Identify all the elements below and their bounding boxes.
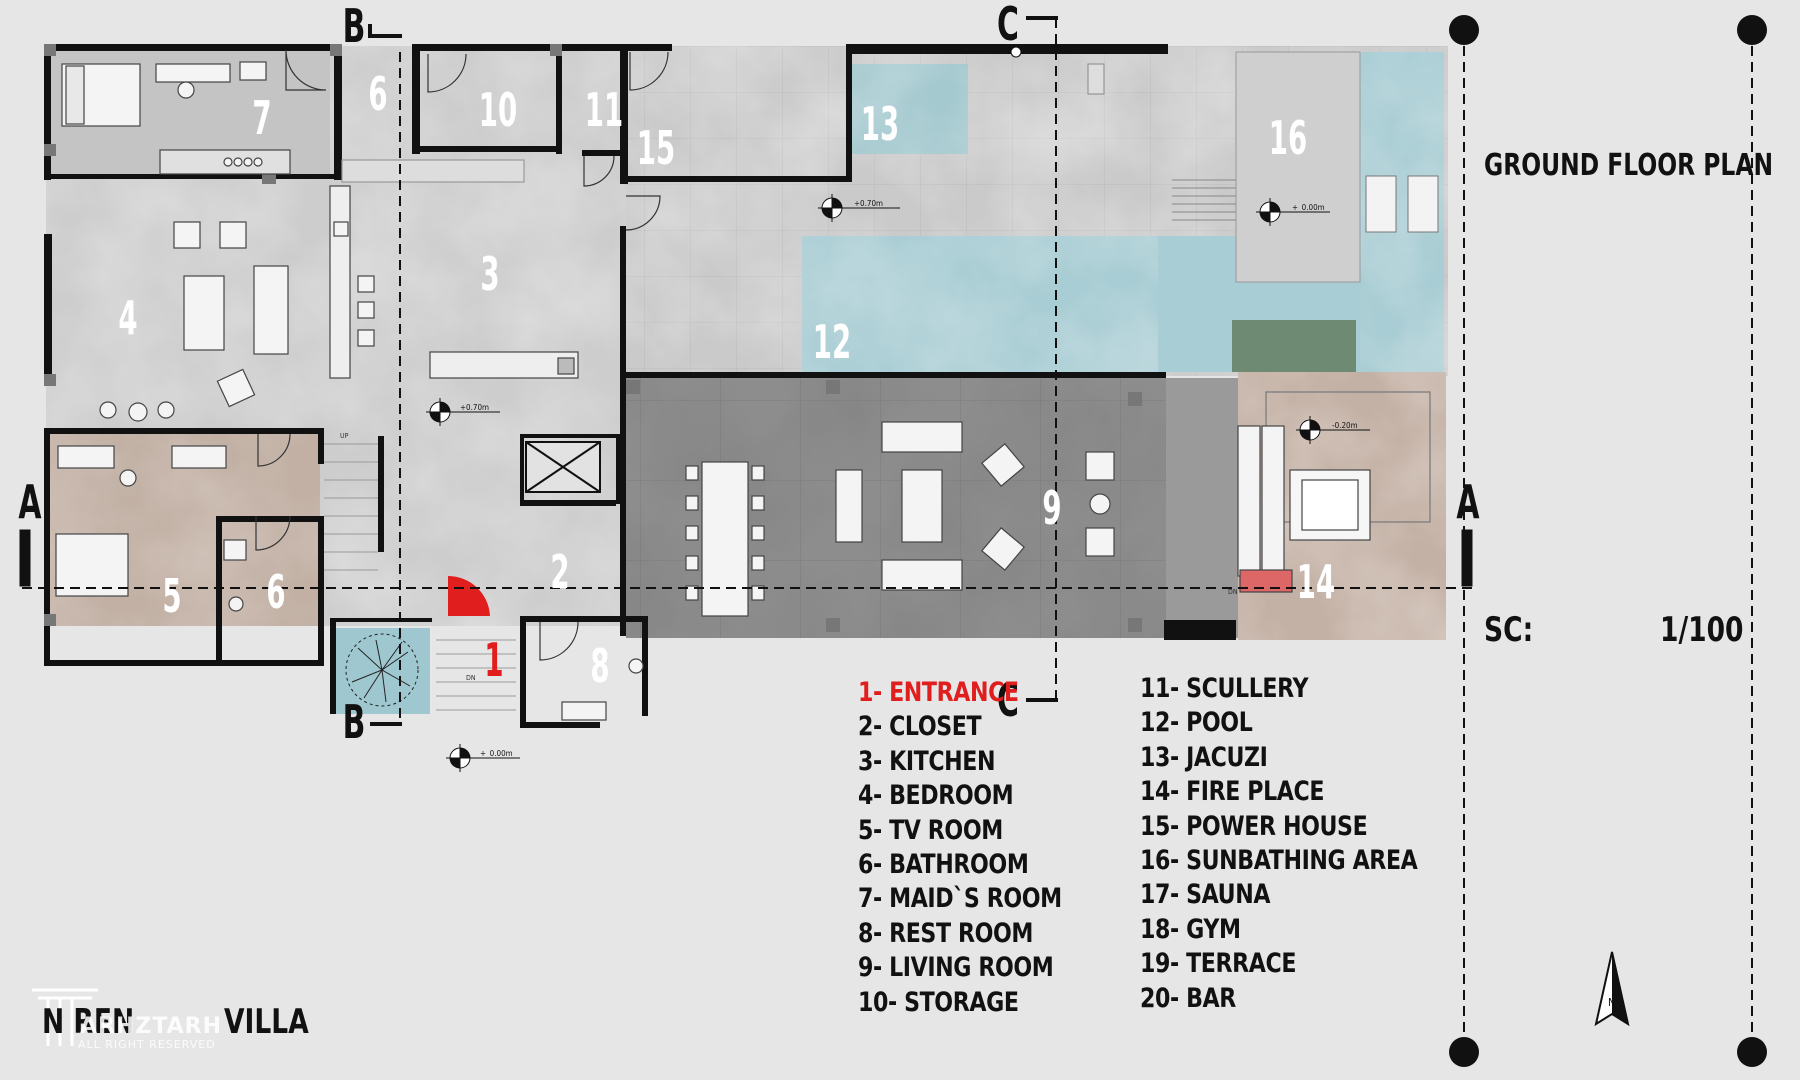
north-letter: N bbox=[1608, 996, 1615, 1009]
project-name-right: VILLA bbox=[224, 1002, 309, 1042]
room-number: 7 bbox=[252, 92, 271, 145]
legend-item: 4- BEDROOM bbox=[858, 780, 1014, 812]
room-number-entrance: 1 bbox=[484, 634, 503, 687]
section-lines bbox=[19, 16, 1478, 726]
legend-item: 8- REST ROOM bbox=[858, 917, 1034, 949]
room-number: 4 bbox=[118, 292, 137, 345]
legend-item: 9- LIVING ROOM bbox=[858, 952, 1054, 984]
stair-labels: UP DN DN bbox=[340, 432, 1238, 682]
room-number: 14 bbox=[1297, 556, 1335, 609]
water-features bbox=[334, 51, 1444, 714]
section-letter: C bbox=[997, 674, 1019, 727]
room-number: 8 bbox=[590, 640, 609, 693]
section-letter: A bbox=[1456, 476, 1479, 529]
room-number: 6 bbox=[266, 566, 285, 619]
room-number: 13 bbox=[861, 98, 899, 151]
room-number: 6 bbox=[368, 68, 387, 121]
watermark-text: ARHZTARH bbox=[80, 1014, 223, 1039]
room-number: 10 bbox=[479, 84, 517, 137]
dining-table bbox=[701, 461, 749, 617]
scale-label: SC: bbox=[1484, 610, 1534, 650]
legend-item: 14- FIRE PLACE bbox=[1140, 776, 1325, 808]
door-swings bbox=[255, 49, 669, 661]
section-letter: A bbox=[18, 476, 41, 529]
legend-item: 7- MAID`S ROOM bbox=[858, 883, 1062, 915]
courtyard-tree bbox=[345, 633, 419, 707]
legend-item: 17- SAUNA bbox=[1140, 879, 1271, 911]
legend-item: 2- CLOSET bbox=[858, 711, 982, 743]
legend-item: 5- TV ROOM bbox=[858, 814, 1003, 846]
frame-dots bbox=[1449, 15, 1767, 1067]
frame-lines bbox=[1463, 30, 1753, 1052]
room-number: 2 bbox=[550, 546, 569, 599]
stair-label: UP bbox=[340, 432, 349, 440]
level-label: -0.20m bbox=[1332, 421, 1358, 430]
legend-item: 16- SUNBATHING AREA bbox=[1140, 845, 1418, 877]
section-letter: B bbox=[343, 0, 366, 53]
legend-item: 13- JACUZI bbox=[1140, 741, 1268, 773]
room-number: 12 bbox=[813, 316, 851, 369]
columns bbox=[44, 44, 1142, 632]
level-label: +_0.00m bbox=[480, 749, 513, 758]
room-number: 15 bbox=[637, 122, 675, 175]
level-label: +0.70m bbox=[854, 199, 883, 208]
legend-item: 20- BAR bbox=[1140, 982, 1236, 1014]
section-letter: C bbox=[997, 0, 1019, 52]
legend-item: 6- BATHROOM bbox=[858, 849, 1029, 881]
legend-item: 11- SCULLERY bbox=[1140, 673, 1309, 704]
section-letters: A A B B C C bbox=[18, 0, 1479, 750]
stair-label: DN bbox=[466, 674, 476, 682]
north-arrow-icon: N bbox=[1594, 951, 1630, 1027]
level-label: +_0.00m bbox=[1292, 203, 1325, 212]
legend-item: 18- GYM bbox=[1140, 913, 1241, 945]
room-number: 3 bbox=[480, 248, 499, 301]
section-letter: B bbox=[343, 696, 366, 749]
room-number: 11 bbox=[585, 84, 623, 137]
entrance-door bbox=[448, 576, 490, 616]
project-name-left: N REN bbox=[42, 1002, 135, 1042]
walls bbox=[44, 44, 1236, 728]
plan-title: GROUND FLOOR PLAN bbox=[1484, 148, 1774, 183]
furniture bbox=[55, 61, 1431, 721]
planter bbox=[1232, 320, 1356, 372]
level-label: +0.70m bbox=[460, 403, 489, 412]
legend-item: 1- ENTRANCE bbox=[858, 677, 1019, 708]
watermark-logo-icon bbox=[32, 988, 98, 1046]
room-number: 5 bbox=[162, 570, 181, 623]
watermark-subtext: ALL RIGHT RESERVED bbox=[78, 1038, 216, 1051]
stair-label: DN bbox=[1228, 588, 1238, 596]
room-number: 16 bbox=[1269, 112, 1307, 165]
legend-item: 10- STORAGE bbox=[858, 986, 1019, 1018]
legend-item: 15- POWER HOUSE bbox=[1140, 810, 1368, 842]
legend-item: 3- KITCHEN bbox=[858, 745, 996, 777]
scale-value: 1/100 bbox=[1660, 610, 1744, 650]
legend-item: 19- TERRACE bbox=[1140, 948, 1297, 980]
room-number: 9 bbox=[1042, 482, 1061, 535]
room-numbers: 7 6 10 11 15 13 16 3 4 12 9 2 5 6 8 14 1 bbox=[118, 68, 1335, 693]
level-markers: +0.70m +_0.00m +0.70m -0.20m +_0.00m bbox=[426, 194, 1370, 772]
legend-item: 12- POOL bbox=[1140, 707, 1253, 739]
